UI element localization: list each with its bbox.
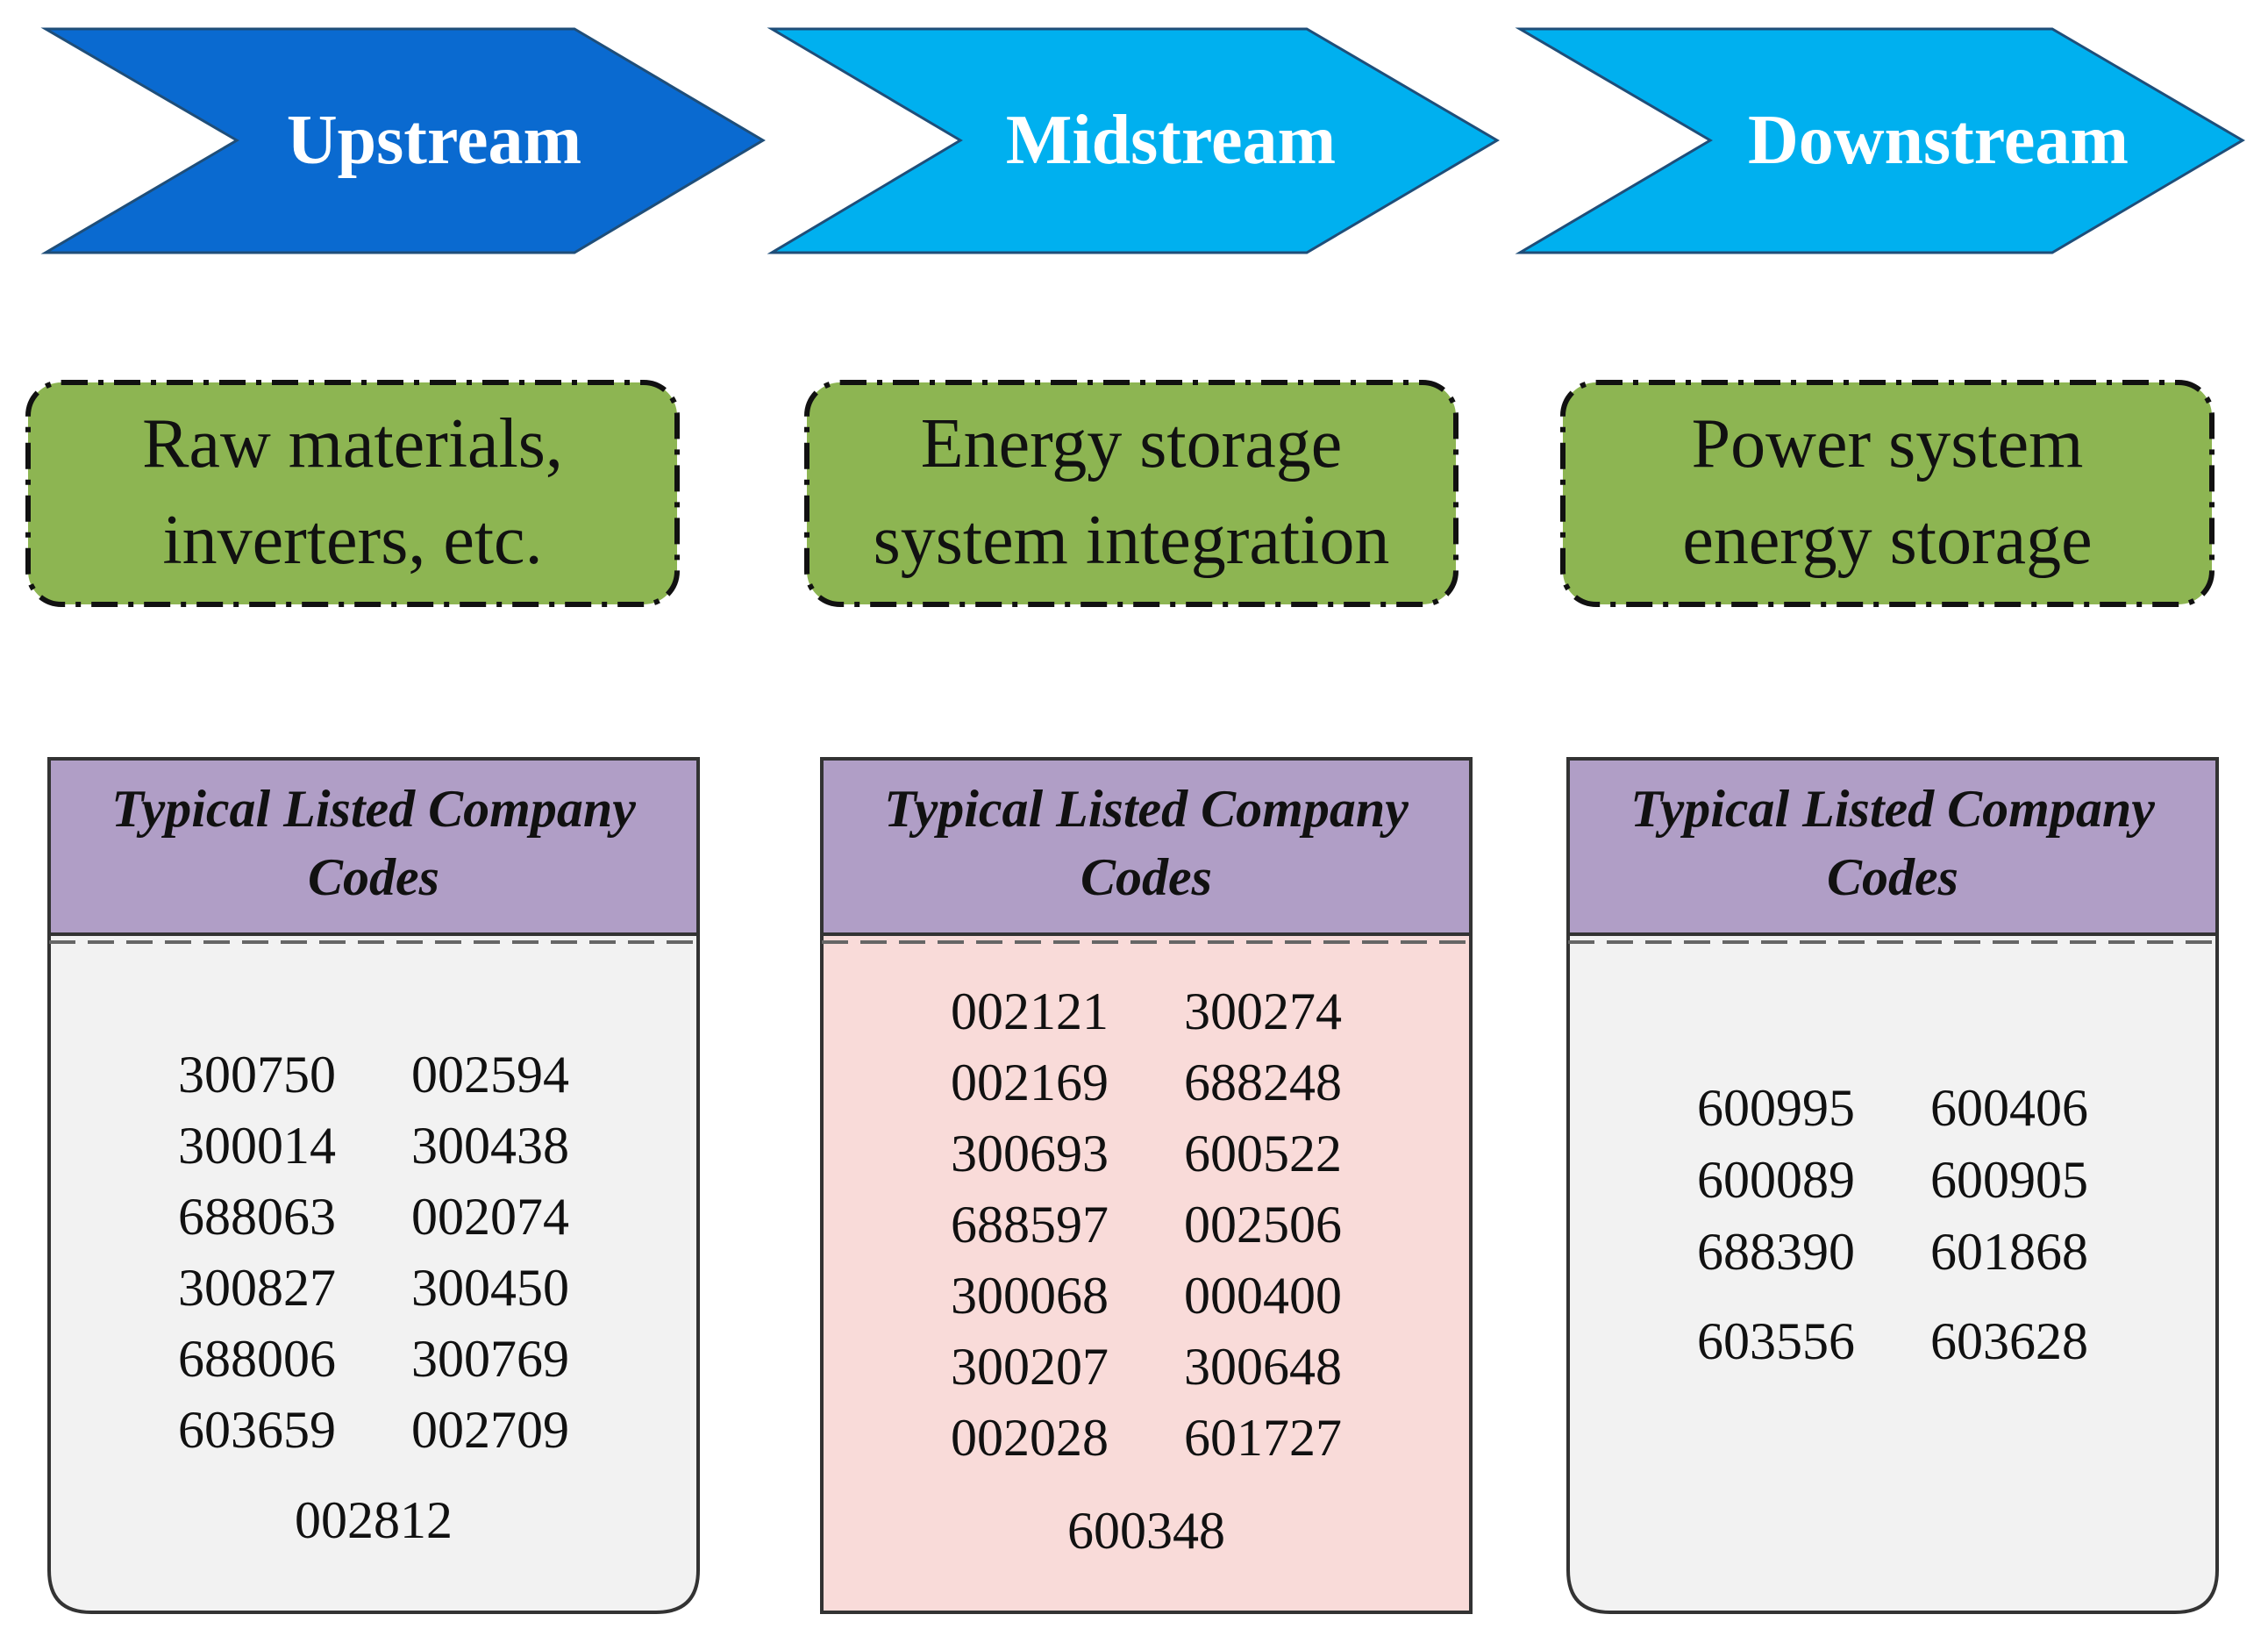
midstream-description-line-2: system integration (874, 502, 1390, 579)
company-code: 300450 (411, 1259, 569, 1317)
upstream-code-list: 300750 002594 300014 300438 688063 002074 3008… (178, 1046, 569, 1549)
stage-upstream-chevron: Upstream (40, 27, 766, 254)
company-code: 688597 (951, 1196, 1109, 1254)
company-code: 600348 (1067, 1502, 1225, 1560)
company-code: 002506 (1184, 1196, 1342, 1254)
company-code: 600995 (1697, 1079, 1855, 1137)
company-code: 300438 (411, 1117, 569, 1175)
company-code: 688006 (178, 1330, 336, 1388)
company-code: 688063 (178, 1188, 336, 1246)
stage-midstream-description-box: Energy storage system integration (804, 380, 1459, 607)
stage-downstream-title: Downstream (1748, 102, 2129, 179)
company-code: 002709 (411, 1401, 569, 1459)
company-code: 300648 (1184, 1338, 1342, 1396)
upstream-description-line-1: Raw materials, (142, 405, 563, 482)
upstream-table-header-line-2: Codes (308, 848, 439, 906)
midstream-codes-table: Typical Listed Company Codes 002121 30027… (820, 757, 1473, 1614)
company-code: 603659 (178, 1401, 336, 1459)
company-code: 002594 (411, 1046, 569, 1104)
stage-downstream-description-box: Power system energy storage (1560, 380, 2215, 607)
company-code: 300769 (411, 1330, 569, 1388)
stage-upstream-title: Upstream (287, 102, 581, 179)
company-code: 600522 (1184, 1125, 1342, 1182)
company-code: 688248 (1184, 1054, 1342, 1111)
company-code: 600905 (1930, 1151, 2088, 1209)
stage-midstream-chevron: Midstream (767, 27, 1500, 254)
company-code: 300274 (1184, 982, 1342, 1040)
company-code: 002028 (951, 1409, 1109, 1467)
midstream-code-list: 002121 300274 002169 688248 300693 600522 6885… (951, 982, 1342, 1560)
company-code: 300827 (178, 1259, 336, 1317)
midstream-description-line-1: Energy storage (921, 405, 1343, 482)
company-code: 300068 (951, 1267, 1109, 1325)
upstream-codes-table: Typical Listed Company Codes 300750 00259… (47, 757, 700, 1614)
midstream-table-header-line-1: Typical Listed Company (884, 780, 1409, 838)
midstream-table-header-line-2: Codes (1081, 848, 1212, 906)
company-code: 300750 (178, 1046, 336, 1104)
downstream-table-header-line-2: Codes (1827, 848, 1958, 906)
company-code: 688390 (1697, 1223, 1855, 1281)
upstream-table-header-line-1: Typical Listed Company (111, 780, 636, 838)
company-code: 000400 (1184, 1267, 1342, 1325)
company-code: 300693 (951, 1125, 1109, 1182)
company-code: 603556 (1697, 1312, 1855, 1370)
downstream-description-line-2: energy storage (1682, 502, 2092, 579)
company-code: 002074 (411, 1188, 569, 1246)
company-code: 600406 (1930, 1079, 2088, 1137)
stage-midstream-title: Midstream (1006, 102, 1336, 179)
company-code: 002812 (295, 1491, 453, 1549)
downstream-code-list: 600995 600406 600089 600905 688390 601868 6035… (1697, 1079, 2088, 1370)
company-code: 300207 (951, 1338, 1109, 1396)
downstream-description-line-1: Power system (1692, 405, 2084, 482)
company-code: 600089 (1697, 1151, 1855, 1209)
company-code: 601868 (1930, 1223, 2088, 1281)
downstream-table-header-line-1: Typical Listed Company (1630, 780, 2155, 838)
company-code: 002121 (951, 982, 1109, 1040)
company-code: 002169 (951, 1054, 1109, 1111)
company-code: 300014 (178, 1117, 336, 1175)
stage-downstream-chevron: Downstream (1515, 27, 2245, 254)
company-code: 601727 (1184, 1409, 1342, 1467)
stage-upstream-description-box: Raw materials, inverters, etc. (25, 380, 680, 607)
upstream-description-line-2: inverters, etc. (162, 502, 542, 579)
downstream-codes-table: Typical Listed Company Codes 600995 60040… (1566, 757, 2219, 1614)
company-code: 603628 (1930, 1312, 2088, 1370)
